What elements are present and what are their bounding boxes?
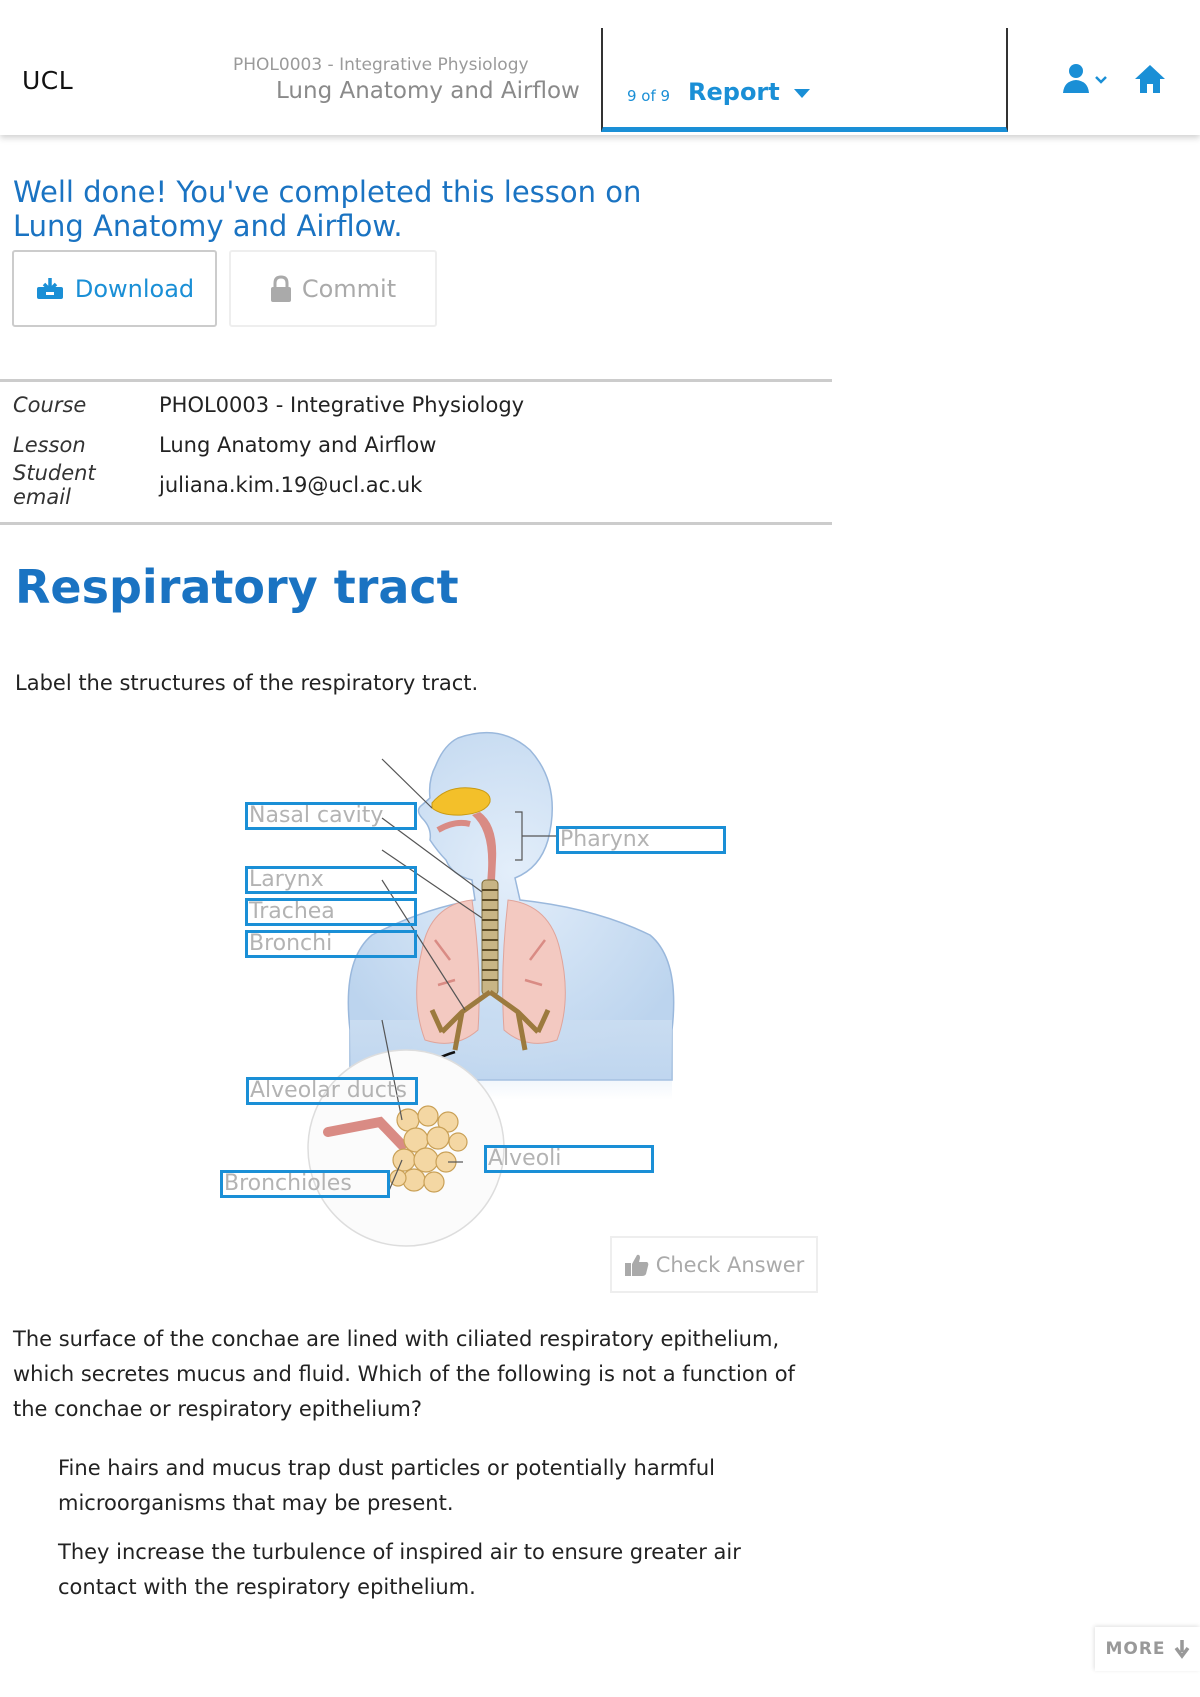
arrow-down-icon [1174, 1640, 1189, 1659]
step-selector[interactable]: 9 of 9 Report [601, 28, 1008, 132]
label-slot-alveolar-ducts[interactable]: Alveolar ducts [246, 1077, 418, 1105]
label-slot-larynx[interactable]: Larynx [245, 866, 417, 894]
instruction-text: Label the structures of the respiratory … [15, 671, 479, 695]
answer-option[interactable]: They increase the turbulence of inspired… [58, 1540, 741, 1599]
brand-logo[interactable]: UCL [22, 66, 74, 95]
download-icon [36, 277, 63, 299]
info-key: Course [13, 393, 87, 417]
more-button[interactable]: MORE [1095, 1627, 1200, 1671]
home-icon[interactable] [1133, 62, 1167, 96]
info-value: Lung Anatomy and Airflow [159, 433, 437, 457]
step-title-dropdown[interactable]: Report [688, 78, 811, 106]
user-icon[interactable] [1060, 62, 1110, 96]
check-answer-label: Check Answer [655, 1252, 805, 1277]
info-row: Lesson Lung Anatomy and Airflow [13, 425, 524, 465]
divider [0, 379, 832, 382]
label-slot-nasal-cavity[interactable]: Nasal cavity [245, 802, 417, 830]
label-slot-alveoli[interactable]: Alveoli [484, 1145, 654, 1173]
divider [0, 522, 832, 525]
respiratory-illustration [307, 731, 675, 1247]
more-label: MORE [1105, 1639, 1166, 1659]
section-title: Respiratory tract [15, 560, 459, 614]
thumbs-up-icon [624, 1254, 649, 1276]
commit-button[interactable]: Commit [229, 250, 437, 327]
chevron-down-icon [1095, 76, 1107, 84]
info-value: juliana.kim.19@ucl.ac.uk [159, 473, 423, 497]
step-counter: 9 of 9 [627, 87, 671, 105]
label-slot-pharynx[interactable]: Pharynx [556, 826, 726, 854]
answer-option[interactable]: Fine hairs and mucus trap dust particles… [58, 1456, 715, 1515]
download-label: Download [74, 274, 195, 303]
lesson-info-table: Course PHOL0003 - Integrative Physiology… [13, 385, 524, 509]
caret-down-icon [794, 88, 811, 98]
step-title-label: Report [688, 78, 780, 106]
lock-icon [270, 274, 291, 302]
info-key: Student email [13, 461, 96, 509]
check-answer-button[interactable]: Check Answer [610, 1236, 818, 1293]
info-row: Student email juliana.kim.19@ucl.ac.uk [13, 461, 524, 509]
label-slot-bronchioles[interactable]: Bronchioles [220, 1170, 390, 1198]
info-row: Course PHOL0003 - Integrative Physiology [13, 385, 524, 425]
breadcrumb-lesson[interactable]: Lung Anatomy and Airflow [276, 78, 580, 104]
label-slot-trachea[interactable]: Trachea [245, 898, 417, 926]
top-navigation-bar: UCL PHOL0003 - Integrative Physiology Lu… [0, 0, 1200, 135]
info-value: PHOL0003 - Integrative Physiology [159, 393, 525, 417]
completion-message: Well done! You've completed this lesson … [13, 175, 642, 243]
breadcrumb[interactable]: PHOL0003 - Integrative Physiology Lung A… [233, 55, 581, 104]
download-button[interactable]: Download [12, 250, 217, 327]
respiratory-tract-diagram: Nasal cavity Pharynx Larynx Trachea Bron… [210, 720, 750, 1247]
label-slot-bronchi[interactable]: Bronchi [245, 930, 417, 958]
commit-label: Commit [301, 274, 397, 303]
info-key: Lesson [13, 433, 86, 457]
question-text: The surface of the conchae are lined wit… [13, 1327, 795, 1421]
breadcrumb-course[interactable]: PHOL0003 - Integrative Physiology [233, 55, 529, 75]
